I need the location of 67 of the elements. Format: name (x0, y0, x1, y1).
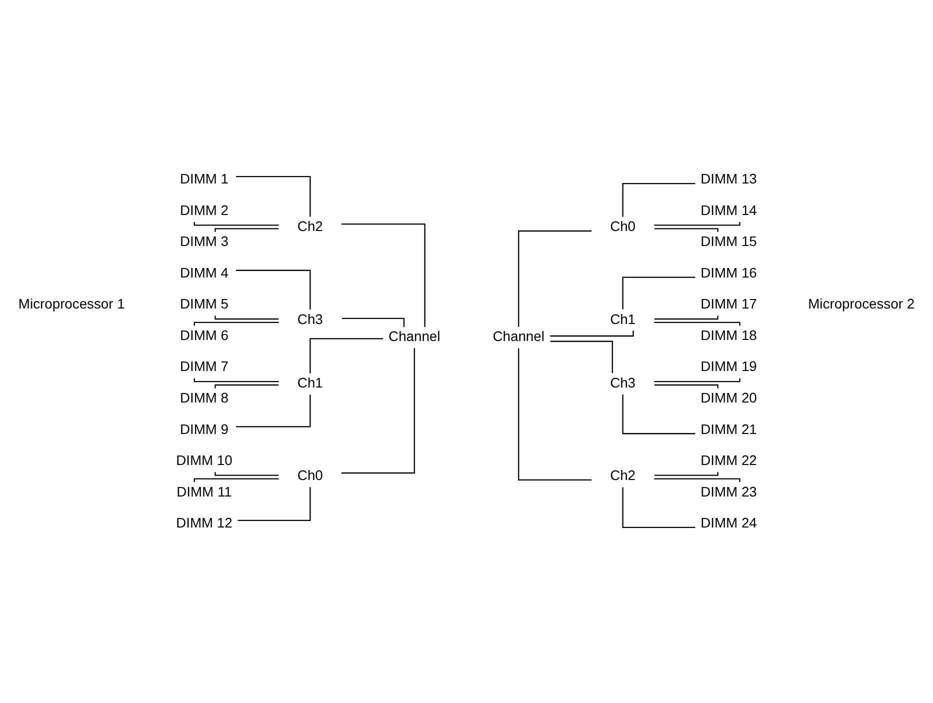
connector (654, 384, 718, 388)
connector (622, 394, 696, 434)
node-text: Channel (492, 328, 544, 344)
connector (342, 222, 426, 327)
connector (194, 478, 279, 482)
connector (194, 222, 279, 226)
connector (341, 348, 415, 474)
node-text: DIMM 11 (176, 482, 232, 499)
connector (518, 230, 592, 326)
label: Microprocessor 1 (18, 295, 125, 312)
node-text: Ch3 (610, 374, 636, 390)
connector (194, 321, 279, 326)
node-text: Ch1 (610, 310, 636, 326)
connector (236, 394, 311, 427)
node-text: DIMM 17 (700, 295, 757, 312)
node-text: DIMM 13 (700, 170, 757, 186)
node-text: DIMM 16 (700, 264, 757, 280)
node-text: DIMM 23 (700, 482, 757, 499)
connector (310, 338, 384, 373)
connector (214, 472, 279, 476)
node-text: DIMM 5 (180, 295, 229, 312)
node-text: Ch3 (297, 310, 323, 326)
node-text: DIMM 21 (700, 420, 757, 436)
connector (342, 317, 405, 327)
node-text: DIMM 4 (180, 264, 229, 280)
connector (654, 228, 718, 232)
node-text: DIMM 2 (180, 201, 229, 218)
node-text: Ch0 (610, 218, 636, 234)
connector (622, 486, 696, 528)
node-text: Ch2 (610, 466, 636, 483)
connector (236, 269, 311, 310)
node-text: DIMM 20 (700, 388, 757, 405)
node-text: DIMM 12 (176, 514, 232, 530)
connector (654, 315, 718, 320)
connector (550, 340, 613, 373)
node-text: Ch0 (297, 466, 323, 483)
node-text: DIMM 8 (180, 388, 229, 405)
node-text: Ch1 (297, 374, 323, 390)
connector (214, 384, 279, 388)
node-text: DIMM 9 (180, 420, 229, 436)
node-text: DIMM 7 (180, 358, 229, 374)
connector (654, 321, 740, 326)
node-text: DIMM 1 (180, 170, 229, 186)
node-text: DIMM 15 (700, 232, 757, 249)
connector (654, 222, 740, 226)
node-text: DIMM 14 (700, 201, 757, 218)
node-text: DIMM 24 (700, 514, 757, 530)
connector (654, 378, 740, 382)
connector (194, 378, 279, 382)
connector (654, 472, 718, 476)
connector (238, 486, 311, 521)
connector (214, 315, 279, 320)
node-text: DIMM 3 (180, 232, 229, 249)
connector (518, 348, 592, 480)
connector (622, 182, 696, 216)
connector (236, 176, 311, 216)
node-text: DIMM 22 (700, 452, 757, 468)
connector (622, 276, 696, 309)
connector (214, 228, 279, 232)
node-text: DIMM 19 (700, 358, 757, 374)
label: Microprocessor 2 (808, 295, 915, 312)
node-text: Channel (388, 328, 440, 344)
connector (654, 478, 740, 482)
node-text: DIMM 6 (180, 326, 229, 342)
node-text: Ch2 (297, 218, 323, 234)
node-text: DIMM 18 (700, 326, 757, 342)
node-text: DIMM 10 (176, 452, 232, 468)
